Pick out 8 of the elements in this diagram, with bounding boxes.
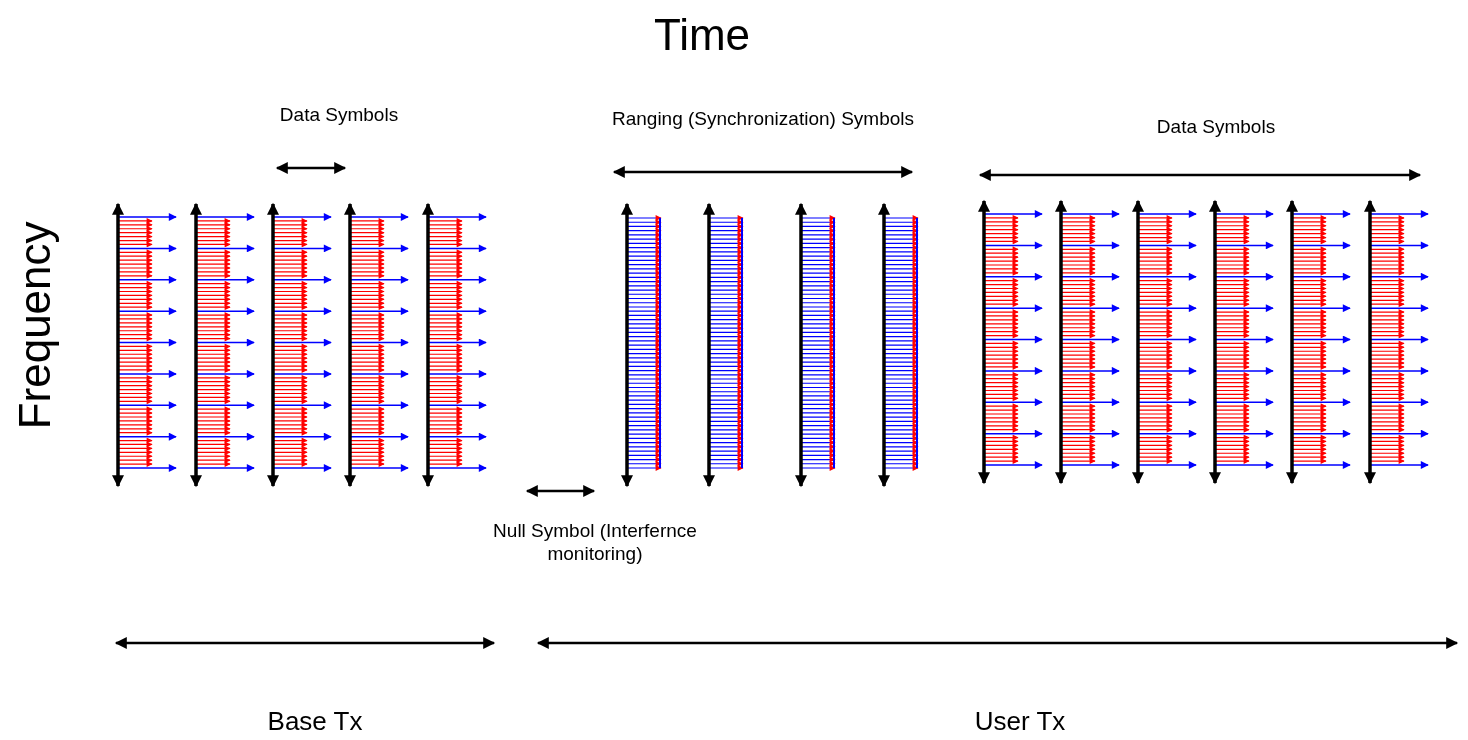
- span-label: Base Tx: [266, 706, 364, 738]
- axis-title: Time: [652, 8, 752, 61]
- axis-title: Frequency: [8, 221, 60, 429]
- span-label: Ranging (Synchronization) Symbols: [610, 107, 915, 131]
- span-label: Null Symbol (Interfernce monitoring): [492, 520, 698, 566]
- span-label: Data Symbols: [1155, 115, 1277, 139]
- span-label: Data Symbols: [278, 103, 400, 127]
- span-label: User Tx: [973, 706, 1067, 738]
